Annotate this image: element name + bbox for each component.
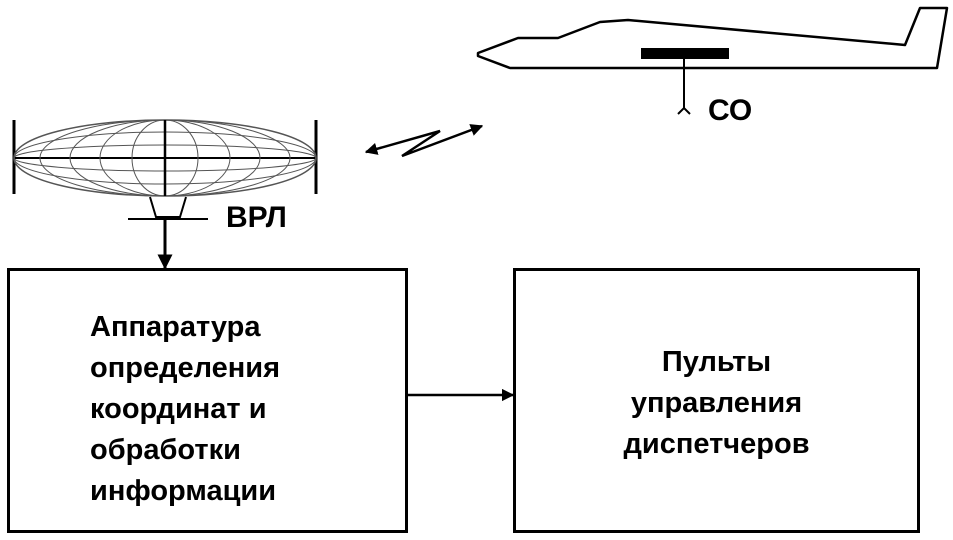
radio-link-icon: [364, 124, 484, 158]
controllers-line: диспетчеров: [623, 428, 810, 460]
aircraft-icon: [476, 6, 949, 115]
controllers-line: Пульты: [661, 346, 772, 378]
processing-line: определения: [90, 352, 281, 384]
controllers-block-text: Пульты управления диспетчеров: [516, 342, 917, 465]
controllers-line: управления: [630, 387, 803, 419]
radar-label: ВРЛ: [226, 201, 287, 234]
processing-line: обработки: [90, 434, 241, 466]
transponder-label: СО: [708, 94, 753, 127]
processing-line: Аппаратура: [90, 311, 261, 343]
processing-block: Аппаратура определения координат и обраб…: [7, 268, 408, 533]
processing-line: информации: [90, 475, 277, 507]
controllers-block: Пульты управления диспетчеров: [513, 268, 920, 533]
processing-line: координат и: [90, 393, 267, 425]
processing-block-text: Аппаратура определения координат и обраб…: [90, 307, 280, 512]
radar-antenna-icon: [12, 119, 318, 220]
